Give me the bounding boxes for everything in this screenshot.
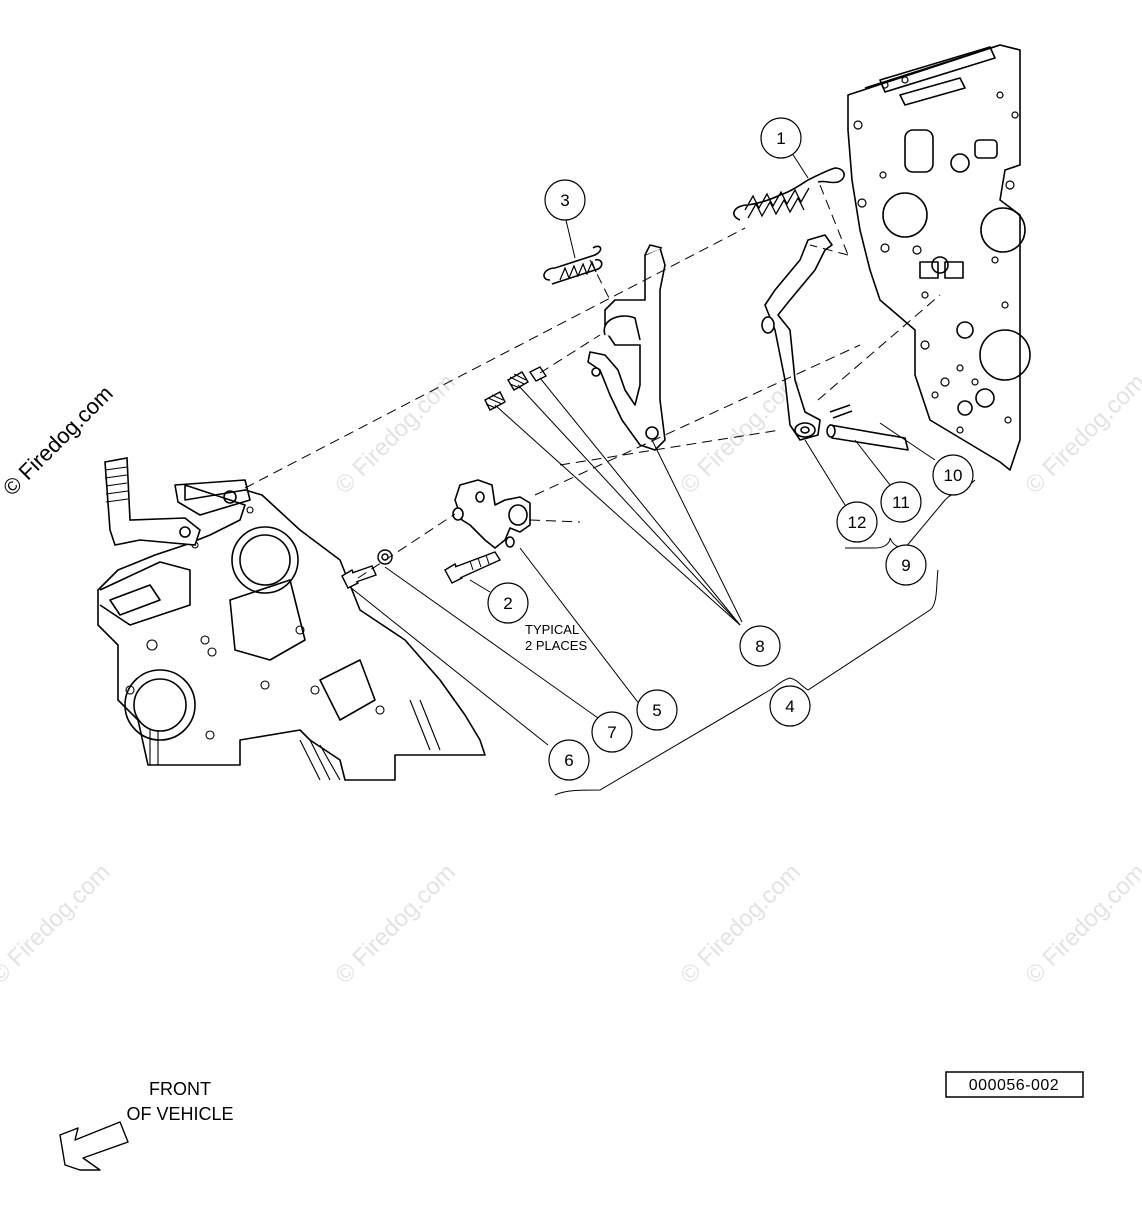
callout-6: 6 (548, 739, 590, 781)
shift-detent-block (452, 479, 531, 549)
watermark: © Firedog.com (675, 859, 806, 990)
front-of-vehicle-indicator: FRONT OF VEHICLE (59, 1079, 234, 1171)
svg-text:OF VEHICLE: OF VEHICLE (126, 1104, 233, 1124)
svg-text:2 PLACES: 2 PLACES (525, 638, 587, 653)
svg-text:3: 3 (560, 191, 569, 210)
svg-text:12: 12 (848, 513, 867, 532)
return-spring-small (543, 245, 603, 285)
svg-text:4: 4 (785, 697, 794, 716)
svg-text:FRONT: FRONT (149, 1079, 211, 1099)
callout-8: 8 (739, 625, 781, 667)
callout-12: 12 (836, 501, 878, 543)
shift-fork (587, 244, 666, 451)
callout-10: 10 (932, 454, 974, 496)
detent-parts (484, 366, 548, 411)
callout-7: 7 (591, 711, 633, 753)
callout-9: 9 (885, 544, 927, 586)
svg-text:10: 10 (944, 466, 963, 485)
callout-4: 4 (769, 685, 811, 727)
watermark: © Firedog.com (1020, 369, 1142, 500)
callouts: 1 2 3 4 5 6 7 8 9 10 11 12 (487, 117, 974, 781)
typical-note: TYPICAL 2 PLACES (525, 622, 587, 653)
watermark: © Firedog.com (0, 859, 116, 990)
arrow-left-down-icon (59, 1121, 129, 1171)
callout-1: 1 (760, 117, 802, 159)
svg-text:TYPICAL: TYPICAL (525, 622, 579, 637)
svg-text:000056-002: 000056-002 (969, 1077, 1059, 1094)
callout-11: 11 (880, 481, 922, 523)
return-spring-large (733, 167, 845, 221)
alignment-lines (244, 184, 941, 579)
transmission-housing-left (97, 479, 486, 781)
svg-text:11: 11 (892, 493, 910, 512)
shift-shaft (104, 457, 201, 546)
fasteners (341, 549, 502, 589)
svg-text:6: 6 (564, 751, 573, 770)
svg-text:9: 9 (901, 556, 910, 575)
shift-lever-assembly (761, 234, 909, 451)
svg-text:5: 5 (652, 701, 661, 720)
svg-text:8: 8 (755, 637, 764, 656)
watermark-main: © Firedog.com (0, 381, 118, 501)
reference-code-box: 000056-002 (945, 1071, 1084, 1098)
watermark: © Firedog.com (1020, 859, 1142, 990)
watermark: © Firedog.com (330, 859, 461, 990)
callout-3: 3 (544, 179, 586, 221)
transmission-housing-right (847, 44, 1031, 471)
callout-5: 5 (636, 689, 678, 731)
svg-text:7: 7 (607, 723, 616, 742)
svg-text:2: 2 (503, 594, 512, 613)
svg-text:1: 1 (776, 129, 785, 148)
callout-2: 2 (487, 582, 529, 624)
